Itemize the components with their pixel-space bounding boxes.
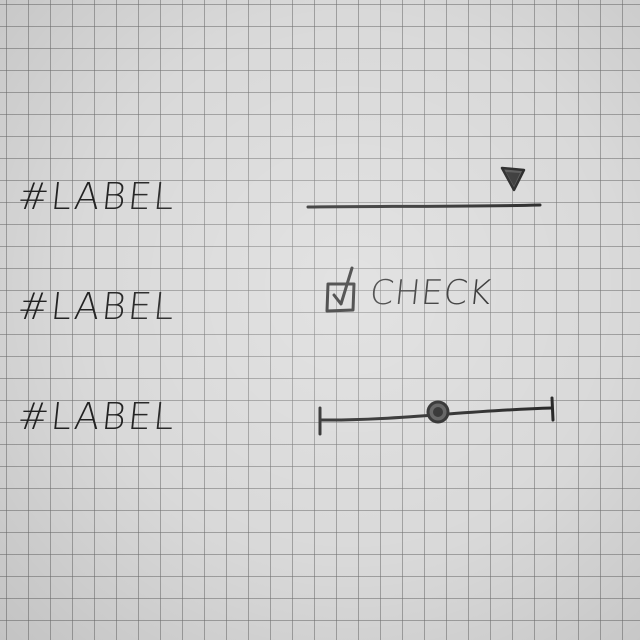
checkbox[interactable] xyxy=(322,262,372,318)
field-label-checkbox: #LABEL xyxy=(15,285,179,328)
slider-thumb[interactable] xyxy=(426,400,450,424)
slider-sketch xyxy=(318,396,555,436)
field-label-dropdown: #LABEL xyxy=(15,175,179,218)
checkbox-field[interactable]: CHECK xyxy=(322,262,494,318)
slider[interactable] xyxy=(312,388,562,438)
slider-max-tick xyxy=(550,396,555,422)
triangle-down-icon[interactable] xyxy=(500,166,526,192)
checkbox-label[interactable]: CHECK xyxy=(367,273,494,313)
dropdown-sketch xyxy=(306,166,542,209)
checkmark-icon xyxy=(332,266,354,306)
dropdown-select[interactable] xyxy=(306,160,542,212)
field-label-slider: #LABEL xyxy=(15,395,179,438)
